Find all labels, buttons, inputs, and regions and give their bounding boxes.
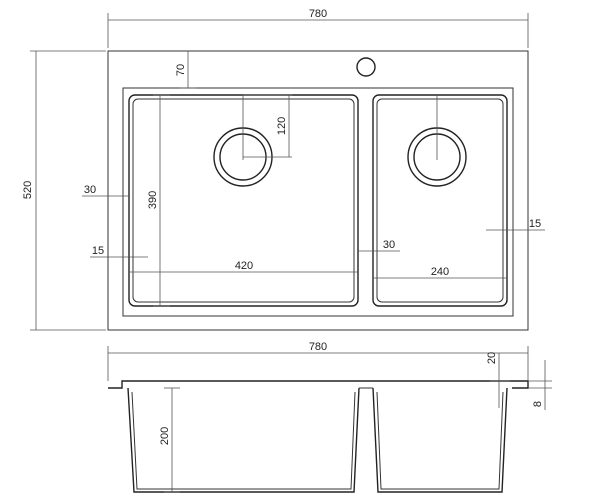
dim-drain-offset-label: 120 <box>276 117 288 135</box>
section-right-basin <box>372 387 508 493</box>
section-view <box>108 380 529 493</box>
section-left-basin-inner <box>131 391 356 490</box>
dim-top-margin-label: 70 <box>175 64 187 76</box>
right-basin-inner <box>376 98 504 303</box>
dim-side-margin: 30 <box>82 184 129 197</box>
dim-basin-depth-label: 200 <box>159 427 171 445</box>
dim-rim-thickness: 8 <box>528 360 552 410</box>
dim-rim-thickness-label: 8 <box>532 401 544 407</box>
section-right-basin-inner <box>376 391 504 490</box>
dim-left-basin-width-label: 420 <box>235 260 253 272</box>
plan-view <box>107 50 529 331</box>
dim-right-margin: 15 <box>486 218 545 231</box>
section-top-flange <box>108 380 529 389</box>
dim-basin-height: 390 <box>147 94 170 307</box>
dim-left-basin-width: 420 <box>129 260 358 273</box>
dim-basin-height-label: 390 <box>147 191 159 209</box>
left-basin-inner <box>132 98 355 303</box>
sink-outer-outline <box>107 50 529 331</box>
tap-hole <box>356 57 376 77</box>
left-basin <box>128 94 359 307</box>
section-left-basin <box>127 387 360 493</box>
dim-side-margin-label: 30 <box>84 184 96 196</box>
dim-section-width-label: 780 <box>309 341 327 353</box>
dim-right-basin-width: 240 <box>373 266 507 279</box>
right-basin <box>372 94 508 307</box>
dim-drain-offset: 120 <box>243 94 292 158</box>
dim-rim-height-label: 20 <box>486 352 498 364</box>
sink-rim-outline <box>122 87 514 317</box>
dim-top-width: 780 <box>107 8 529 48</box>
dim-right-margin-label: 15 <box>529 218 541 230</box>
dim-top-margin: 70 <box>175 51 196 89</box>
dim-overall-height: 520 <box>22 50 106 331</box>
dim-rim-height: 20 <box>486 352 510 408</box>
dim-top-width-label: 780 <box>309 8 327 20</box>
dim-divider-gap: 30 <box>358 239 400 252</box>
dim-overall-height-label: 520 <box>22 181 34 199</box>
dim-section-width: 780 <box>107 341 529 381</box>
dim-basin-depth: 200 <box>159 387 180 493</box>
dim-right-basin-width-label: 240 <box>431 266 449 278</box>
dim-divider-gap-label: 30 <box>383 239 395 251</box>
dim-bottom-margin-label: 15 <box>92 245 104 257</box>
dim-bottom-margin: 15 <box>90 245 148 258</box>
